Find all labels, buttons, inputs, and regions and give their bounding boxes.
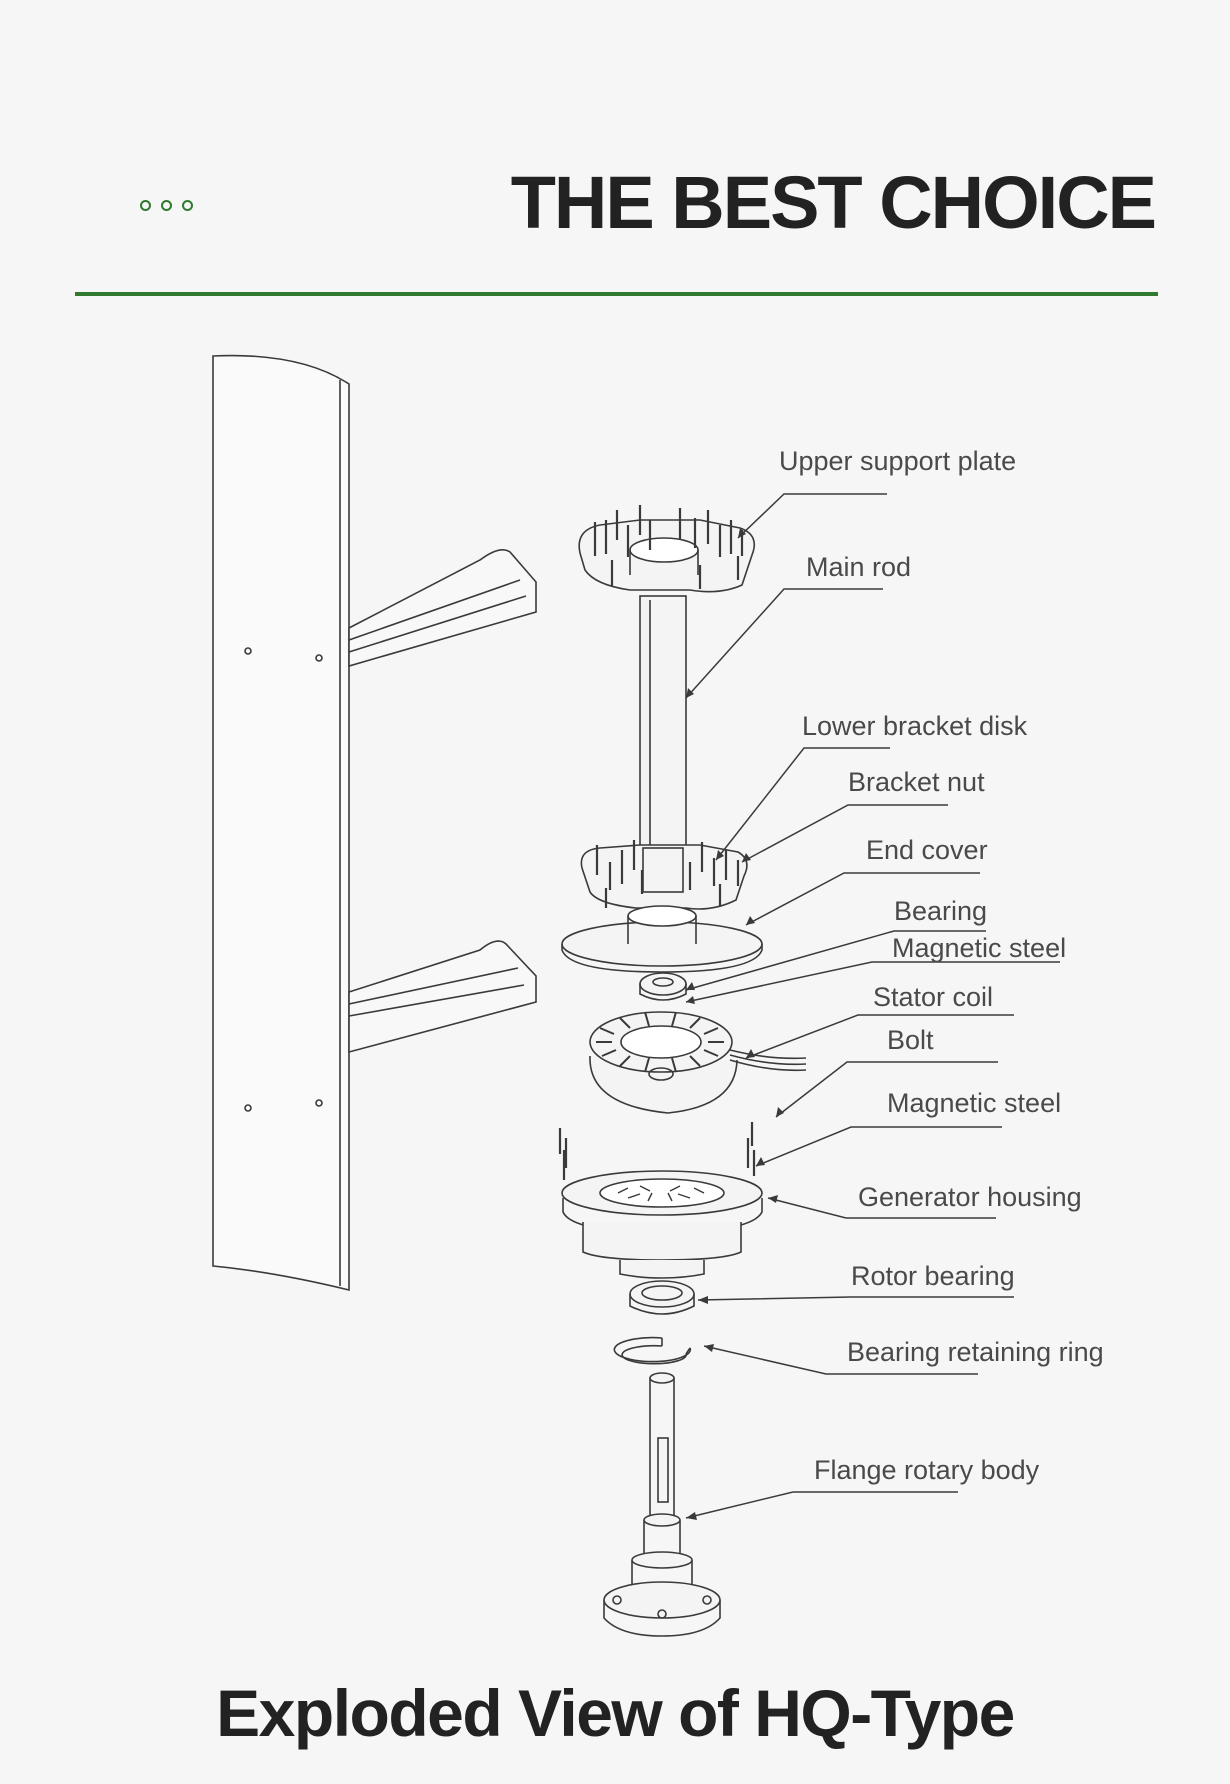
turbine-blade xyxy=(212,354,350,1292)
generator-housing xyxy=(561,1170,763,1279)
dot-icon xyxy=(182,200,193,211)
label-bearing-retaining-ring: Bearing retaining ring xyxy=(847,1337,1104,1367)
label-end-cover: End cover xyxy=(866,835,988,865)
rivet-hole-icon xyxy=(244,1104,252,1112)
diagram-caption: Exploded View of HQ-Type xyxy=(216,1676,1015,1750)
label-bracket-nut: Bracket nut xyxy=(848,767,985,797)
dot-icon xyxy=(140,200,151,211)
rotor-bearing xyxy=(629,1280,695,1315)
flange-rotary-body xyxy=(603,1372,721,1637)
part-labels: Upper support plate Main rod Lower brack… xyxy=(779,446,1104,1485)
bearing-retaining-ring xyxy=(613,1336,692,1365)
rivet-hole-icon xyxy=(315,654,323,662)
bearing xyxy=(639,972,687,1001)
decorative-dots xyxy=(140,200,193,211)
lower-bracket-disk xyxy=(580,840,748,910)
leader-lines xyxy=(685,493,1060,1519)
dot-icon xyxy=(161,200,172,211)
support-arms xyxy=(348,549,537,1054)
label-rotor-bearing: Rotor bearing xyxy=(851,1261,1015,1291)
rivet-hole-icon xyxy=(315,1099,323,1107)
end-cover xyxy=(561,905,763,973)
label-lower-bracket-disk: Lower bracket disk xyxy=(802,711,1028,741)
label-generator-housing: Generator housing xyxy=(858,1182,1082,1212)
stator-coil xyxy=(589,1011,807,1114)
page-title: THE BEST CHOICE xyxy=(510,161,1157,244)
upper-support-plate xyxy=(578,505,756,593)
label-upper-support-plate: Upper support plate xyxy=(779,446,1016,476)
bolts xyxy=(558,1122,756,1180)
label-bolt: Bolt xyxy=(887,1025,934,1055)
divider xyxy=(75,292,1158,296)
rivet-hole-icon xyxy=(244,647,252,655)
label-stator-coil: Stator coil xyxy=(873,982,993,1012)
label-bearing: Bearing xyxy=(894,896,987,926)
leader-arrowheads xyxy=(686,528,784,1520)
label-magnetic-steel-1: Magnetic steel xyxy=(892,933,1066,963)
label-main-rod: Main rod xyxy=(806,552,911,582)
main-rod xyxy=(639,595,687,887)
label-flange-rotary-body: Flange rotary body xyxy=(814,1455,1040,1485)
label-magnetic-steel-2: Magnetic steel xyxy=(887,1088,1061,1118)
